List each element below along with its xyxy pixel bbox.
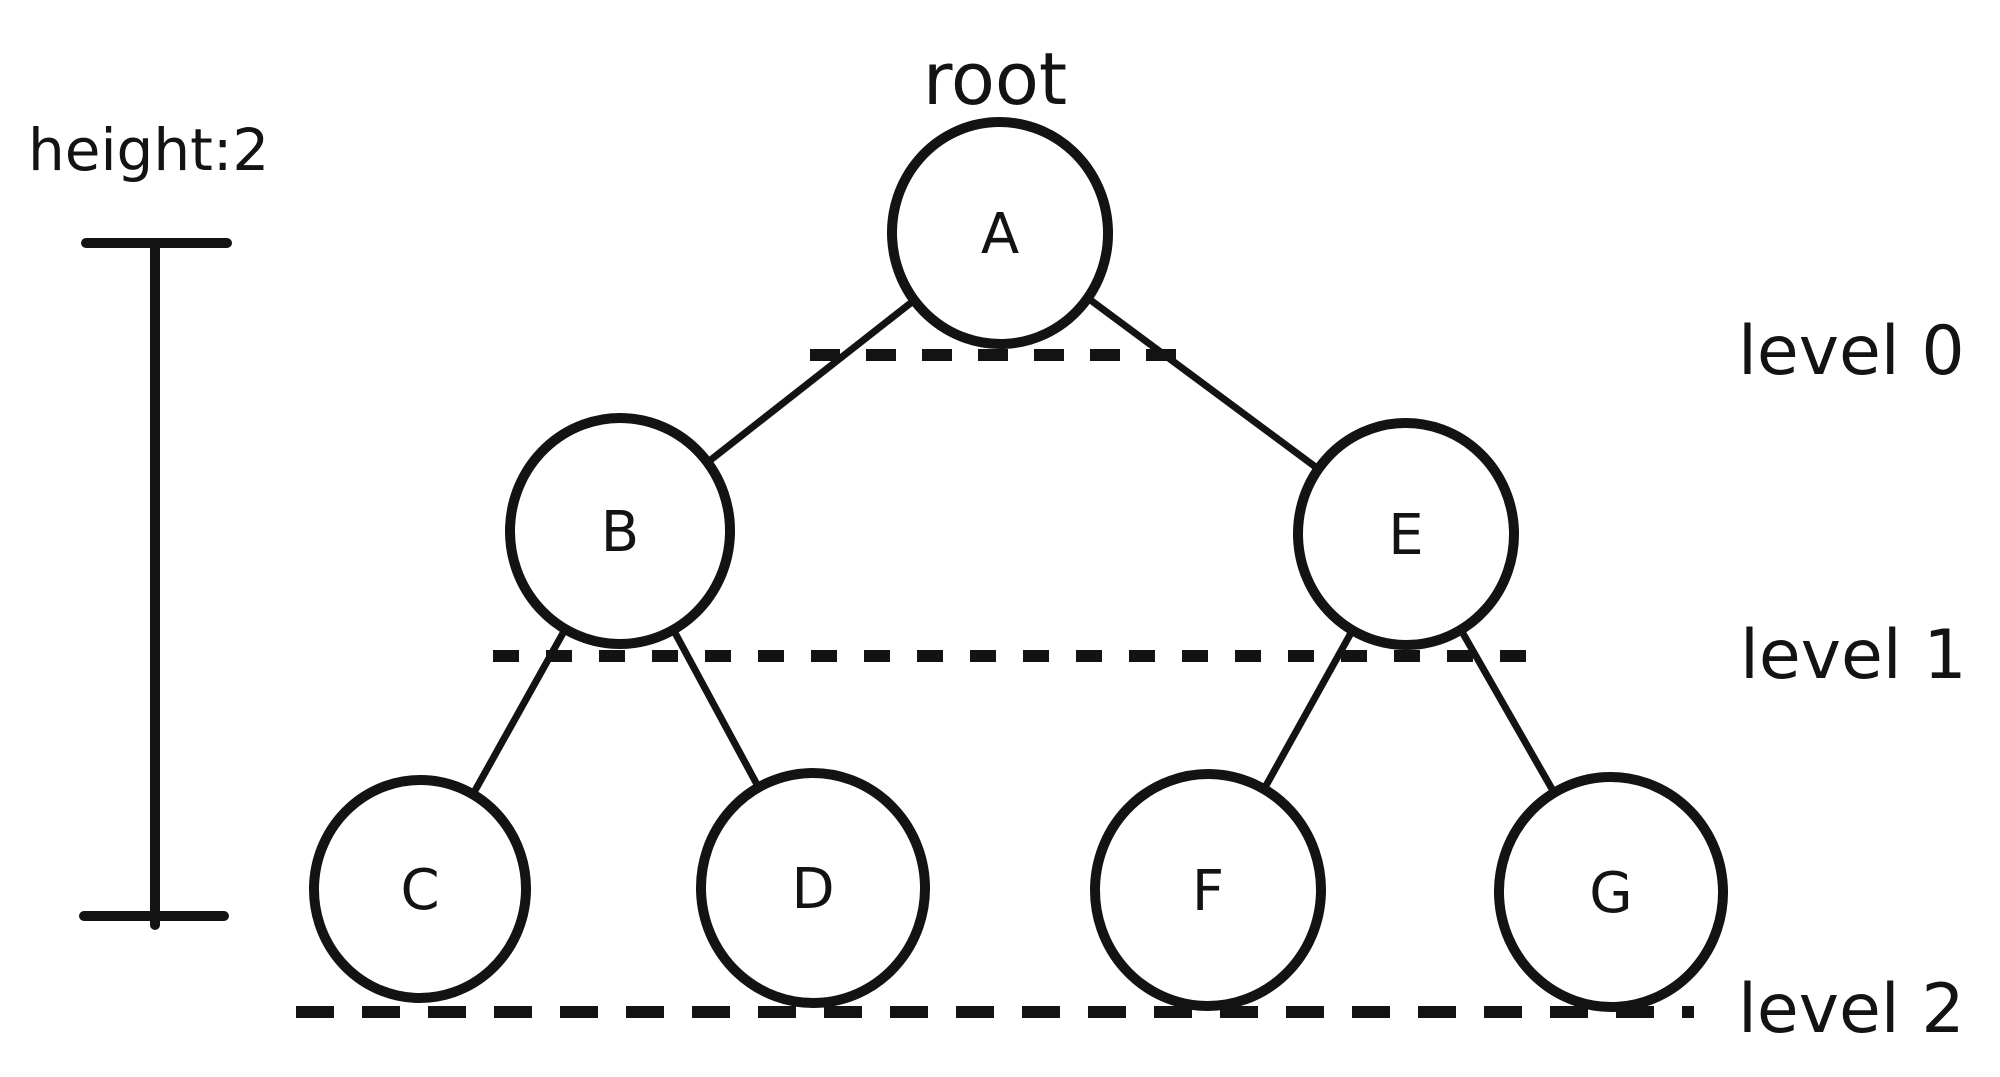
level-0-label: level 0 — [1738, 312, 1965, 391]
tree-nodes: A B E C D F G — [308, 117, 1729, 1012]
node-label-D: D — [791, 857, 834, 922]
node-label-E: E — [1388, 503, 1423, 568]
height-label: height:2 — [28, 116, 269, 184]
node-label-B: B — [601, 500, 639, 565]
node-circle-B — [504, 413, 736, 649]
tree-node-G: G — [1493, 772, 1729, 1012]
tree-edges — [468, 293, 1559, 800]
node-circle-D — [695, 768, 931, 1008]
level-2-label: level 2 — [1738, 970, 1965, 1049]
edge-A-E — [1083, 293, 1323, 474]
node-circle-E — [1292, 418, 1520, 650]
tree-node-A: A — [886, 117, 1114, 349]
edge-A-B — [703, 296, 919, 467]
edge-E-G — [1456, 624, 1559, 799]
node-circle-G — [1493, 772, 1729, 1012]
node-label-F: F — [1192, 859, 1224, 924]
level-lines — [296, 349, 1694, 1018]
node-label-A: A — [981, 202, 1019, 267]
edge-B-D — [668, 624, 764, 793]
edge-E-F — [1259, 624, 1357, 795]
tree-node-F: F — [1089, 769, 1327, 1011]
node-circle-F — [1089, 769, 1327, 1011]
tree-node-D: D — [695, 768, 931, 1008]
node-circle-C — [308, 775, 532, 1003]
root-pointer-label: root — [923, 37, 1067, 121]
level-1-label: level 1 — [1740, 616, 1967, 695]
node-label-C: C — [400, 858, 439, 923]
node-circle-A — [886, 117, 1114, 349]
height-bracket — [79, 238, 232, 930]
node-label-G: G — [1589, 861, 1632, 926]
edge-B-C — [468, 623, 570, 800]
tree-node-B: B — [504, 413, 736, 649]
tree-node-C: C — [308, 775, 532, 1003]
tree-node-E: E — [1292, 418, 1520, 650]
